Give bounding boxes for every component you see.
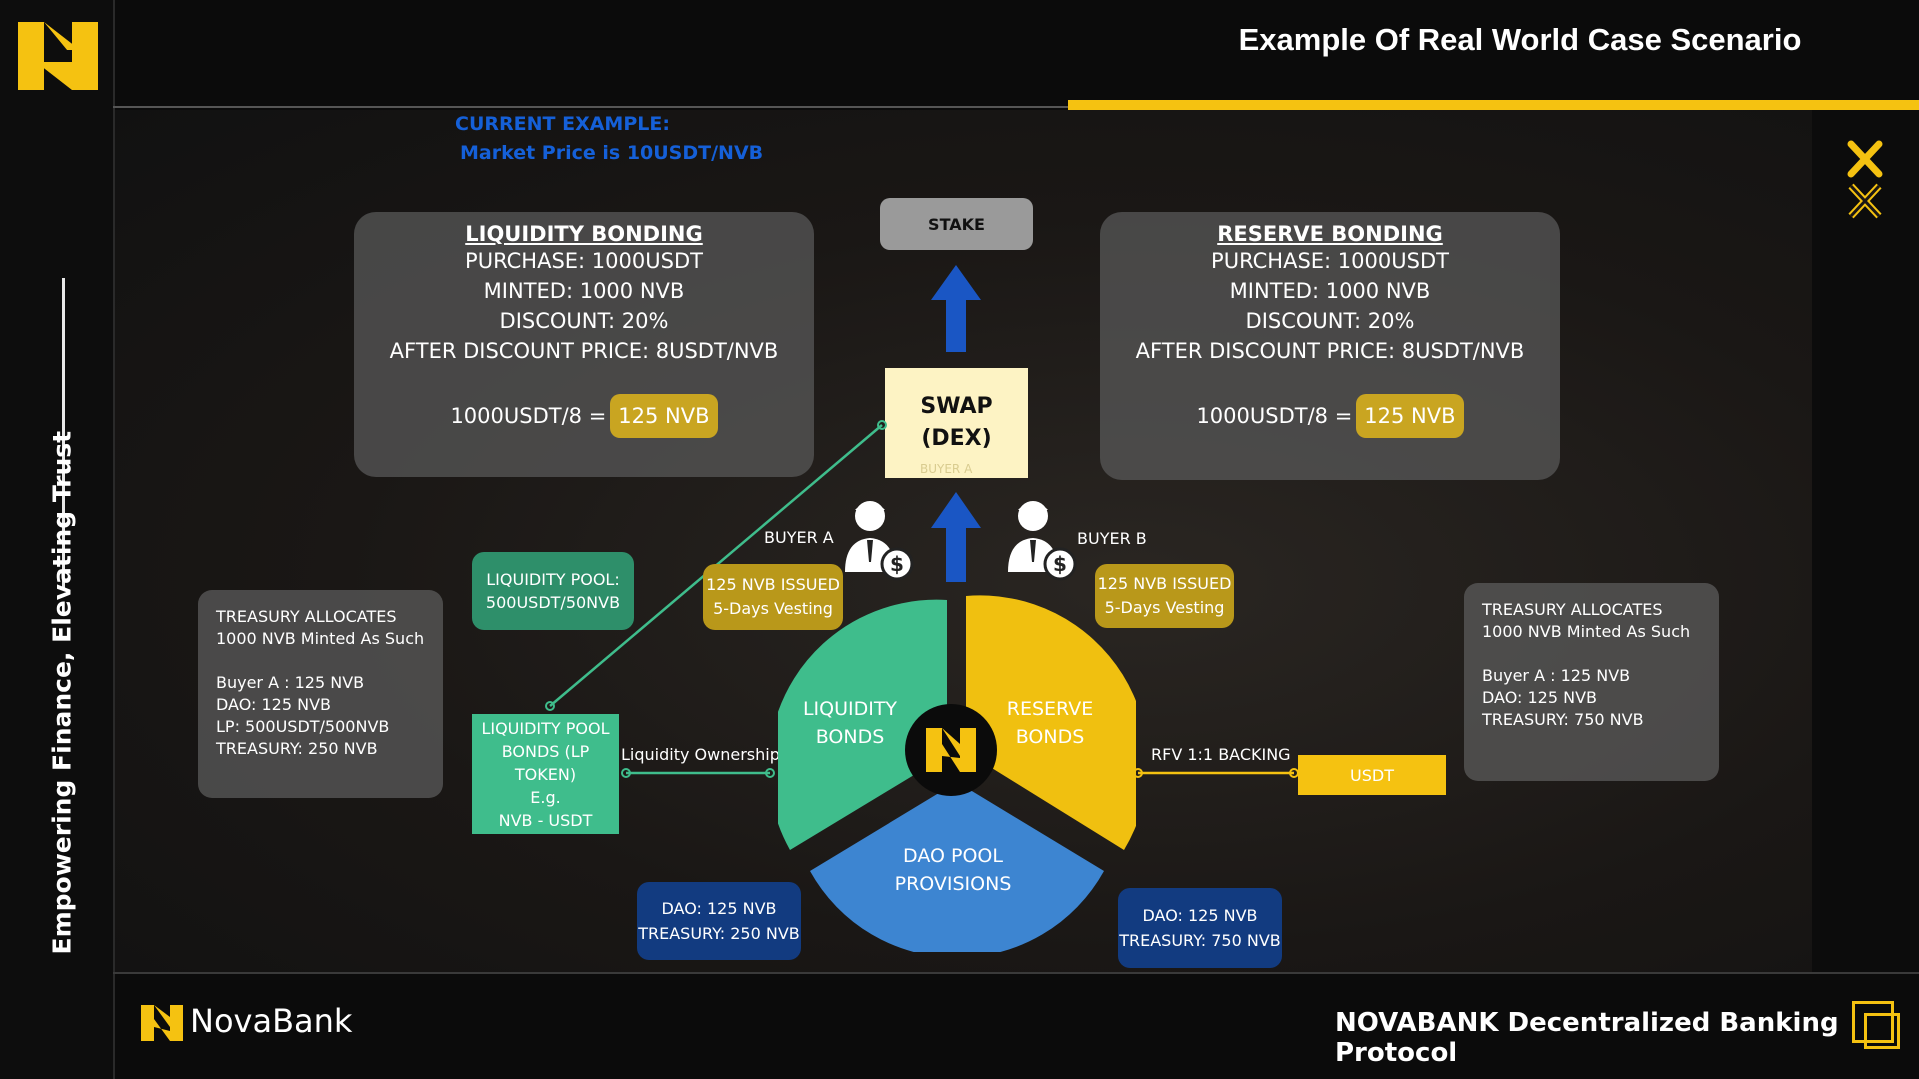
dao-right-dao: DAO: 125 NVB [1142, 906, 1258, 925]
swap-label: SWAP [920, 394, 993, 419]
liquidity-bonding-title: LIQUIDITY BONDING [465, 222, 703, 246]
footer-protocol: NOVABANK Decentralized Banking Protocol [1335, 1008, 1839, 1068]
bond-pie [778, 595, 1136, 952]
treasury-right-line: DAO: 125 NVB [1482, 688, 1598, 707]
sidebar [0, 0, 115, 1079]
pie-liquidity-line: BONDS [815, 726, 885, 748]
buyer-a-label: BUYER A [764, 528, 834, 547]
liquidity-pool-ratio: 500USDT/50NVB [485, 593, 621, 612]
pie-reserve-line: BONDS [1015, 726, 1085, 748]
reserve-bonding-card: RESERVE BONDING PURCHASE: 1000USDT MINTE… [1100, 212, 1560, 480]
pie-center [905, 704, 997, 796]
dao-left-dao: DAO: 125 NVB [661, 899, 777, 918]
pie-logo-icon [926, 728, 976, 772]
treasury-right-line: Buyer A : 125 NVB [1482, 666, 1631, 685]
liquidity-ownership-label: Liquidity Ownership [621, 745, 780, 764]
lp-bonds-line: BONDS (LP [501, 741, 590, 761]
dao-left-treasury: TREASURY: 250 NVB [638, 924, 800, 943]
dao-left-box: DAO: 125 NVB TREASURY: 250 NVB [637, 882, 801, 960]
liquidity-bonding-calc: 1000USDT/8 = [450, 404, 607, 428]
reserve-bonding-line: PURCHASE: 1000USDT [1211, 249, 1449, 273]
pie-slice-reserve [966, 595, 1136, 850]
lp-bonds-line: NVB - USDT [498, 810, 593, 830]
liquidity-bonding-result: 125 NVB [610, 394, 718, 438]
buyer-a-icon: $ [845, 501, 914, 581]
treasury-left-card: TREASURY ALLOCATES 1000 NVB Minted As Su… [198, 590, 443, 798]
header-accent-bar [1068, 100, 1919, 110]
swap-ghost-label: BUYER A [920, 462, 973, 476]
pie-label-dao: DAO POOL PROVISIONS [873, 842, 1033, 898]
x-marks-icon [1847, 140, 1883, 219]
buyer-b-icon: $ [1008, 501, 1077, 581]
liquidity-pool-box: LIQUIDITY POOL: 500USDT/50NVB [472, 552, 634, 630]
buyer-b-vesting: 5-Days Vesting [1104, 598, 1225, 617]
header-divider [113, 106, 1068, 108]
treasury-left-line: DAO: 125 NVB [216, 695, 332, 714]
reserve-bonding-result: 125 NVB [1356, 394, 1464, 438]
reserve-bonding-calc: 1000USDT/8 = [1196, 404, 1353, 428]
svg-text:$: $ [890, 552, 904, 576]
liquidity-bonding-line: AFTER DISCOUNT PRICE: 8USDT/NVB [389, 339, 779, 363]
liquidity-bonding-line: MINTED: 1000 NVB [483, 279, 685, 303]
buyer-a-vesting: 5-Days Vesting [713, 599, 833, 618]
buyer-b-issued-note: 125 NVB ISSUED 5-Days Vesting [1095, 564, 1234, 628]
pie-dao-line: DAO POOL [903, 845, 1003, 867]
pie-slice-liquidity [778, 599, 947, 850]
tagline: Empowering Finance, Elevating Trust [47, 430, 77, 955]
right-strip [1812, 110, 1919, 972]
novabank-logo [18, 22, 98, 90]
treasury-right-line: 1000 NVB Minted As Such [1482, 622, 1691, 641]
footer-brand: NovaBank [190, 1002, 353, 1040]
page-title: Example Of Real World Case Scenario [1238, 22, 1802, 57]
treasury-left-line: 1000 NVB Minted As Such [216, 629, 425, 648]
reserve-bonding-title: RESERVE BONDING [1217, 222, 1443, 246]
liquidity-pool-title: LIQUIDITY POOL: [486, 570, 620, 589]
buyer-a-issued: 125 NVB ISSUED [706, 575, 840, 594]
lp-bonds-line: TOKEN) [514, 764, 577, 784]
pie-slice-dao [810, 782, 1104, 952]
treasury-right-card: TREASURY ALLOCATES 1000 NVB Minted As Su… [1464, 583, 1719, 781]
treasury-left-line: Buyer A : 125 NVB [216, 673, 365, 692]
treasury-right-line: TREASURY: 750 NVB [1482, 710, 1644, 729]
treasury-left-line: TREASURY ALLOCATES [216, 607, 397, 626]
pie-label-liquidity: LIQUIDITY BONDS [790, 695, 910, 751]
liquidity-bonding-card: LIQUIDITY BONDING PURCHASE: 1000USDT MIN… [354, 212, 814, 477]
pie-liquidity-line: LIQUIDITY [802, 698, 898, 720]
treasury-left-line: TREASURY: 250 NVB [216, 739, 378, 758]
reserve-bonding-line: DISCOUNT: 20% [1245, 309, 1415, 333]
reserve-bonding-line: AFTER DISCOUNT PRICE: 8USDT/NVB [1135, 339, 1525, 363]
market-price-label: Market Price is 10USDT/NVB [460, 142, 764, 164]
stake-box: STAKE [880, 198, 1033, 250]
pie-label-reserve: RESERVE BONDS [990, 695, 1110, 751]
footer-divider [113, 972, 1919, 974]
buyer-b-label: BUYER B [1077, 529, 1147, 548]
dao-right-box: DAO: 125 NVB TREASURY: 750 NVB [1118, 888, 1282, 968]
treasury-left-line: LP: 500USDT/500NVB [216, 717, 390, 736]
lp-bonds-line: E.g. [530, 787, 561, 807]
footer-logo-icon [141, 1005, 183, 1041]
rail-divider [62, 278, 65, 590]
dex-label: (DEX) [921, 426, 992, 451]
liquidity-bonding-line: DISCOUNT: 20% [499, 309, 669, 333]
reserve-bonding-line: MINTED: 1000 NVB [1229, 279, 1431, 303]
svg-text:$: $ [1053, 552, 1067, 576]
treasury-right-line: TREASURY ALLOCATES [1482, 600, 1663, 619]
buyer-b-issued: 125 NVB ISSUED [1097, 574, 1232, 593]
lp-bonds-box: LIQUIDITY POOL BONDS (LP TOKEN) E.g. NVB… [472, 714, 619, 834]
dao-right-treasury: TREASURY: 750 NVB [1119, 931, 1281, 950]
liquidity-bonding-line: PURCHASE: 1000USDT [465, 249, 703, 273]
current-example-label: CURRENT EXAMPLE: [455, 113, 670, 135]
pie-dao-line: PROVISIONS [894, 873, 1012, 895]
rfv-backing-label: RFV 1:1 BACKING [1151, 745, 1291, 764]
buyer-a-issued-note: 125 NVB ISSUED 5-Days Vesting [703, 564, 843, 630]
usdt-box: USDT [1298, 755, 1446, 795]
footer-square-icon [1852, 1001, 1894, 1043]
lp-bonds-line: LIQUIDITY POOL [481, 718, 610, 738]
swap-dex-box: SWAP (DEX) [885, 368, 1028, 478]
footer-square-icon-2 [1864, 1013, 1900, 1049]
pie-reserve-line: RESERVE [1006, 698, 1094, 720]
